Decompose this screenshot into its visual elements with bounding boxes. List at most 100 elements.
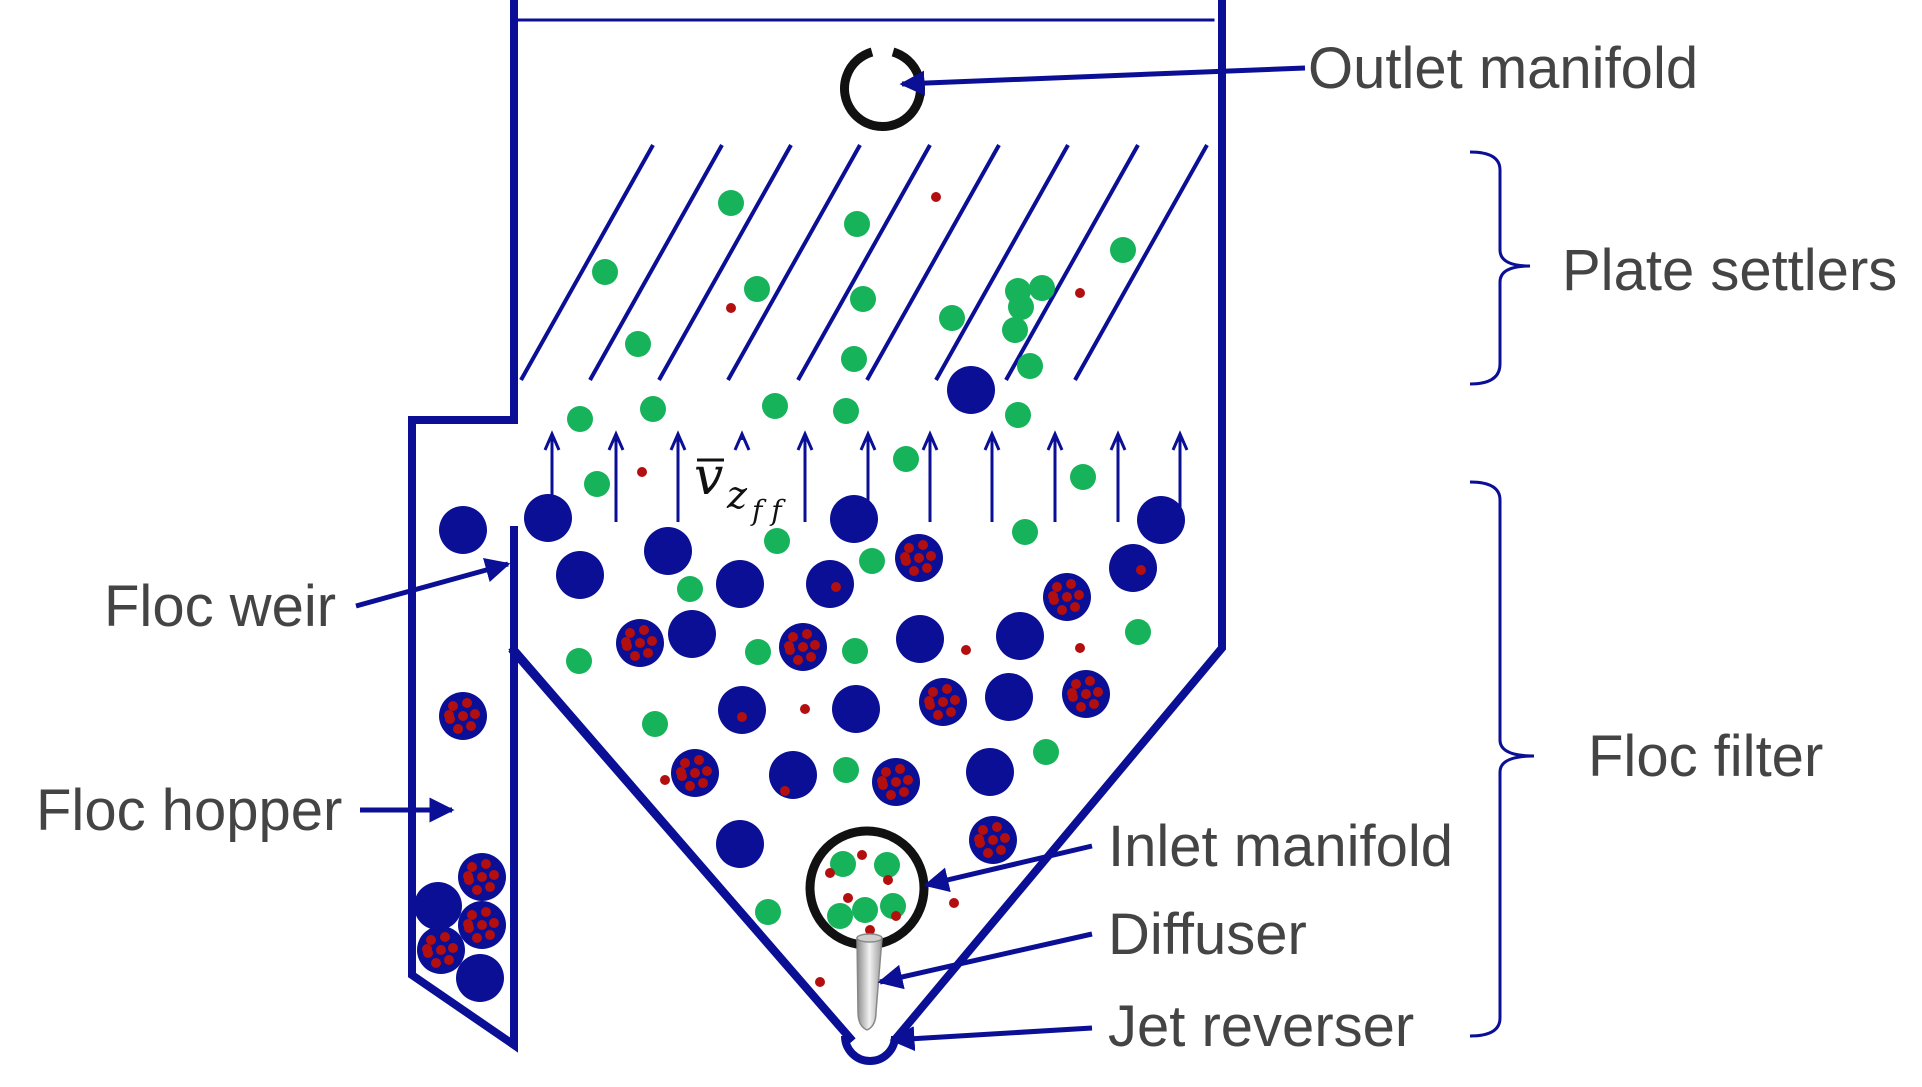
large-floc — [439, 506, 487, 554]
diffuser-label: Diffuser — [1108, 902, 1307, 967]
upflow-arrowhead — [543, 430, 561, 451]
loaded-floc — [1043, 573, 1091, 621]
jet-reverser-icon — [841, 1035, 899, 1065]
loaded-floc-dot — [444, 710, 454, 720]
small-floc — [827, 903, 853, 929]
upflow-arrowhead — [1109, 430, 1127, 451]
plate-settlers-label: Plate settlers — [1562, 238, 1897, 303]
large-floc — [718, 686, 766, 734]
small-floc — [1125, 619, 1151, 645]
plate-settler — [796, 144, 932, 381]
loaded-floc-dot — [431, 958, 441, 968]
red-particle — [1136, 565, 1146, 575]
upflow-arrowhead — [669, 430, 687, 451]
large-floc — [830, 495, 878, 543]
loaded-floc-dot — [891, 777, 901, 787]
small-floc — [1017, 353, 1043, 379]
loaded-floc-dot — [489, 870, 499, 880]
large-floc — [668, 610, 716, 658]
loaded-floc-dot — [1000, 833, 1010, 843]
loaded-floc-dot — [481, 859, 491, 869]
loaded-floc-dot — [881, 767, 891, 777]
loaded-floc-dot — [886, 790, 896, 800]
loaded-floc-dot — [918, 540, 928, 550]
small-floc — [1012, 519, 1038, 545]
loaded-floc-dot — [444, 955, 454, 965]
plate-settler — [865, 144, 1001, 381]
loaded-floc-dot — [702, 766, 712, 776]
small-floc — [762, 393, 788, 419]
red-particle — [825, 868, 835, 878]
upflow-arrowhead — [921, 430, 939, 451]
red-particle — [1075, 288, 1085, 298]
small-floc — [1070, 464, 1096, 490]
red-particle — [726, 303, 736, 313]
velocity-ff: f f — [750, 494, 786, 527]
loaded-floc-dot — [924, 696, 934, 706]
loaded-floc-dot — [788, 632, 798, 642]
inlet-manifold-label: Inlet manifold — [1108, 814, 1453, 879]
loaded-floc-dot — [996, 845, 1006, 855]
loaded-floc-dot — [1076, 702, 1086, 712]
braces — [1469, 150, 1535, 1038]
loaded-floc — [872, 758, 920, 806]
plate-settler — [519, 144, 655, 381]
loaded-floc — [417, 926, 465, 974]
loaded-floc-dot — [470, 709, 480, 719]
loaded-floc — [1062, 670, 1110, 718]
loaded-floc-dot — [694, 755, 704, 765]
outlet-manifold-label: Outlet manifold — [1308, 36, 1698, 101]
small-floc — [566, 648, 592, 674]
upflow-arrowhead — [607, 430, 625, 451]
jet-reverser-label: Jet reverser — [1108, 994, 1414, 1059]
loaded-floc-dot — [926, 551, 936, 561]
loaded-floc-dot — [690, 768, 700, 778]
loaded-floc-dot — [806, 652, 816, 662]
small-floc — [625, 331, 651, 357]
loaded-floc-dot — [978, 825, 988, 835]
large-floc — [806, 560, 854, 608]
loaded-floc-dot — [462, 698, 472, 708]
loaded-floc-dot — [625, 628, 635, 638]
loaded-floc-dot — [481, 907, 491, 917]
loaded-floc-dot — [477, 920, 487, 930]
loaded-floc-dot — [1057, 605, 1067, 615]
large-floc — [456, 954, 504, 1002]
loaded-floc-dot — [422, 944, 432, 954]
loaded-floc-dot — [680, 758, 690, 768]
loaded-floc-dot — [793, 655, 803, 665]
loaded-floc-dot — [477, 872, 487, 882]
loaded-floc-dot — [489, 918, 499, 928]
large-floc — [985, 673, 1033, 721]
diffuser-leader — [877, 931, 1093, 990]
loaded-floc — [895, 534, 943, 582]
velocity-v: v — [694, 447, 723, 507]
loaded-floc-dot — [698, 778, 708, 788]
red-particle — [857, 850, 867, 860]
upflow-velocity-symbol: v z f f — [694, 447, 786, 527]
loaded-floc-dot — [1085, 676, 1095, 686]
upflow-arrowhead — [1171, 430, 1189, 451]
red-particle — [637, 467, 647, 477]
small-floc — [642, 711, 668, 737]
loaded-floc-dot — [1062, 592, 1072, 602]
loaded-floc-dot — [1048, 591, 1058, 601]
loaded-floc-dot — [1070, 602, 1080, 612]
red-particle — [891, 911, 901, 921]
red-particle — [815, 977, 825, 987]
inlet-manifold-leader — [923, 843, 1093, 893]
large-floc — [414, 882, 462, 930]
floc-filter-brace — [1469, 480, 1535, 1038]
small-floc — [744, 276, 770, 302]
loaded-floc-dot — [458, 711, 468, 721]
small-floc — [567, 406, 593, 432]
floc-filter-label: Floc filter — [1588, 724, 1823, 789]
red-particle — [843, 893, 853, 903]
small-floc — [1005, 402, 1031, 428]
loaded-floc-dot — [983, 848, 993, 858]
loaded-floc-dot — [463, 871, 473, 881]
loaded-floc — [458, 901, 506, 949]
loaded-floc-dot — [485, 930, 495, 940]
loaded-floc-dot — [933, 710, 943, 720]
small-floc — [859, 548, 885, 574]
